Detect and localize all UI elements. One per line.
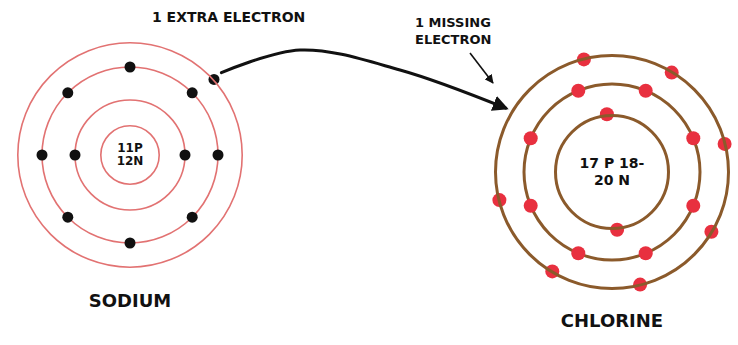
- leader-line: [470, 53, 493, 83]
- electron-shell: [524, 84, 700, 260]
- nucleus-label: 11P 12N: [110, 142, 150, 168]
- shell-ring: [18, 43, 242, 267]
- shell-ring: [496, 56, 729, 289]
- shell-ring: [556, 116, 669, 229]
- electron: [571, 246, 585, 260]
- electron: [524, 199, 538, 213]
- electron: [571, 84, 585, 98]
- electron: [524, 131, 538, 145]
- atom-outline: CHLORINE17 P 18-20 N: [494, 54, 730, 290]
- nucleus: 17 P 18-20 N: [554, 114, 670, 230]
- electron: [37, 150, 48, 161]
- nucleus-label: 17 P 18-20 N: [576, 155, 648, 189]
- electron: [686, 199, 700, 213]
- electron-note: 1 EXTRA ELECTRON: [152, 8, 305, 26]
- electron-shell: [42, 67, 218, 243]
- electron: [70, 150, 81, 161]
- electron: [187, 87, 198, 98]
- atom-outline: SODIUM11P 12N: [17, 42, 243, 268]
- electron-shell: [75, 100, 185, 210]
- shell-ring: [101, 126, 159, 184]
- electron: [125, 238, 136, 249]
- electron: [639, 84, 653, 98]
- electron: [686, 131, 700, 145]
- electron: [213, 150, 224, 161]
- nucleus: 11P 12N: [100, 125, 160, 185]
- electron-note: 1 MISSING ELECTRON: [415, 14, 505, 48]
- electron: [125, 62, 136, 73]
- electron: [180, 150, 191, 161]
- electron: [62, 212, 73, 223]
- electron: [639, 246, 653, 260]
- transfer-arrow: [221, 50, 505, 108]
- atom-name: SODIUM: [17, 290, 243, 312]
- atom-name: CHLORINE: [494, 310, 730, 332]
- electron: [187, 212, 198, 223]
- electron: [62, 87, 73, 98]
